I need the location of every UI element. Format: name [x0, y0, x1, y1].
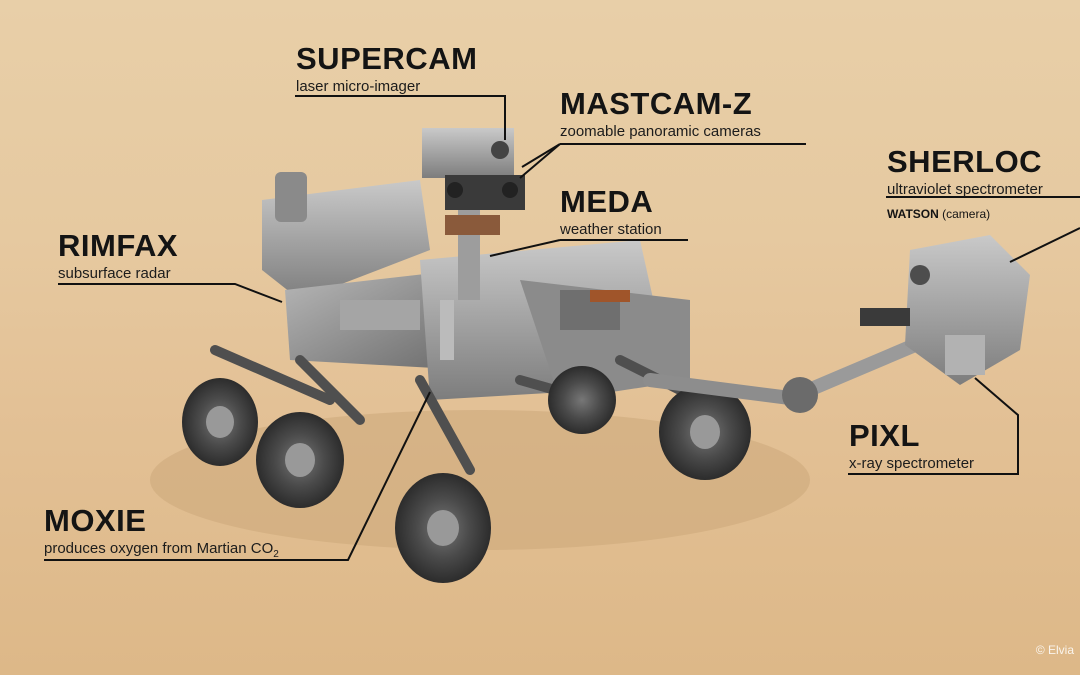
supercam-label: SUPERCAM laser micro-imager [296, 43, 477, 96]
moxie-title: MOXIE [44, 503, 147, 538]
meda-label: MEDA weather station [560, 186, 662, 239]
mastcam-title: MASTCAM-Z [560, 86, 753, 121]
sherloc-label: SHERLOC ultraviolet spectrometer WATSON … [887, 146, 1043, 221]
mastcam-label: MASTCAM-Z zoomable panoramic cameras [560, 88, 761, 141]
moxie-leader [44, 391, 431, 561]
pixl-subtitle: x-ray spectrometer [849, 455, 975, 472]
pixl-label: PIXL x-ray spectrometer [849, 420, 974, 473]
rimfax-subtitle: subsurface radar [58, 265, 171, 282]
supercam-subtitle: laser micro-imager [296, 78, 421, 95]
moxie-subtitle: produces oxygen from Martian CO2 [44, 540, 279, 560]
moxie-subscript: 2 [273, 549, 279, 560]
meda-title: MEDA [560, 184, 654, 219]
mastcam-leader-branch-2 [519, 143, 561, 179]
sherloc-subtitle: ultraviolet spectrometer [887, 181, 1043, 198]
meda-subtitle: weather station [560, 221, 662, 238]
mastcam-subtitle: zoomable panoramic cameras [560, 123, 761, 140]
rimfax-leader [58, 283, 283, 303]
rover-wheels [182, 366, 751, 583]
mastcam-leader-branch-1 [521, 143, 561, 168]
rover-mast [422, 128, 525, 300]
pixl-title: PIXL [849, 418, 920, 453]
image-credit: © Elvia [1035, 643, 1074, 657]
supercam-leader [295, 95, 506, 140]
watson-descriptor: (camera) [938, 206, 991, 221]
meda-leader-branch [489, 239, 561, 257]
supercam-title: SUPERCAM [296, 41, 478, 76]
watson-name: WATSON [887, 206, 939, 221]
leader-lines [44, 95, 1080, 561]
sherloc-leader [1009, 227, 1080, 263]
sherloc-title: SHERLOC [887, 144, 1043, 179]
rimfax-title: RIMFAX [58, 228, 179, 263]
moxie-subtitle-text: produces oxygen from Martian CO [44, 540, 274, 557]
watson-note: WATSON (camera) [887, 207, 1043, 221]
moxie-label: MOXIE produces oxygen from Martian CO2 [44, 505, 279, 560]
pixl-leader [848, 377, 1019, 475]
rover-arm [643, 235, 1030, 413]
rimfax-label: RIMFAX subsurface radar [58, 230, 178, 283]
